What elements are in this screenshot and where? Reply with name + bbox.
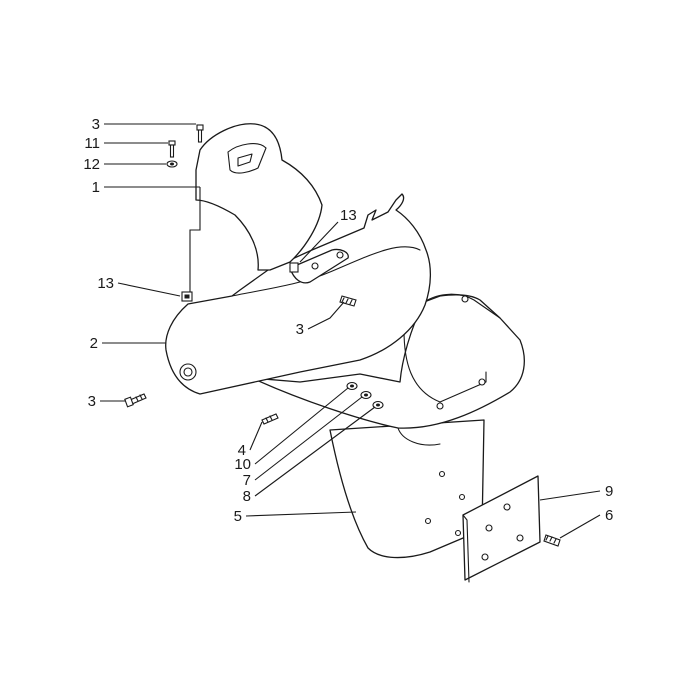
part-10-washer (346, 381, 358, 391)
callout-13-clip: 13 (97, 275, 114, 292)
callout-10: 10 (234, 456, 251, 473)
callout-11: 11 (84, 135, 100, 152)
callout-8: 8 (243, 488, 251, 505)
callout-12: 12 (83, 156, 100, 173)
callout-13-bracket: 13 (340, 207, 357, 224)
part-3-screw-left (124, 393, 147, 408)
part-4-screw (261, 413, 279, 425)
callout-7: 7 (243, 472, 251, 489)
part-2-upper-shield (165, 193, 432, 395)
part-1-cover (195, 123, 323, 271)
callout-2: 2 (90, 335, 98, 352)
callout-4: 4 (238, 442, 246, 459)
part-3-screw-shield (339, 295, 357, 307)
part-13-bracket (289, 248, 349, 284)
part-6-screw (543, 534, 561, 547)
callout-9: 9 (605, 483, 613, 500)
callout-3-top: 3 (92, 116, 100, 133)
part-3-screw-top (196, 124, 204, 143)
part-8-nut (372, 400, 384, 410)
callout-3-shield: 3 (296, 321, 304, 338)
callout-6: 6 (605, 507, 613, 524)
callout-1: 1 (92, 179, 100, 196)
callout-labels: 3 11 12 1 13 13 3 2 3 4 10 7 8 5 9 6 (83, 116, 613, 525)
callout-3-left: 3 (88, 393, 96, 410)
part-9-plate (462, 475, 541, 583)
callout-5: 5 (234, 508, 242, 525)
part-7-washer (360, 390, 372, 400)
part-5-lower-housing (251, 293, 525, 559)
part-13-clip-nut (181, 291, 193, 302)
part-12-washer (166, 160, 178, 168)
leader-lines (100, 123, 601, 539)
part-11-bolt (168, 140, 176, 158)
